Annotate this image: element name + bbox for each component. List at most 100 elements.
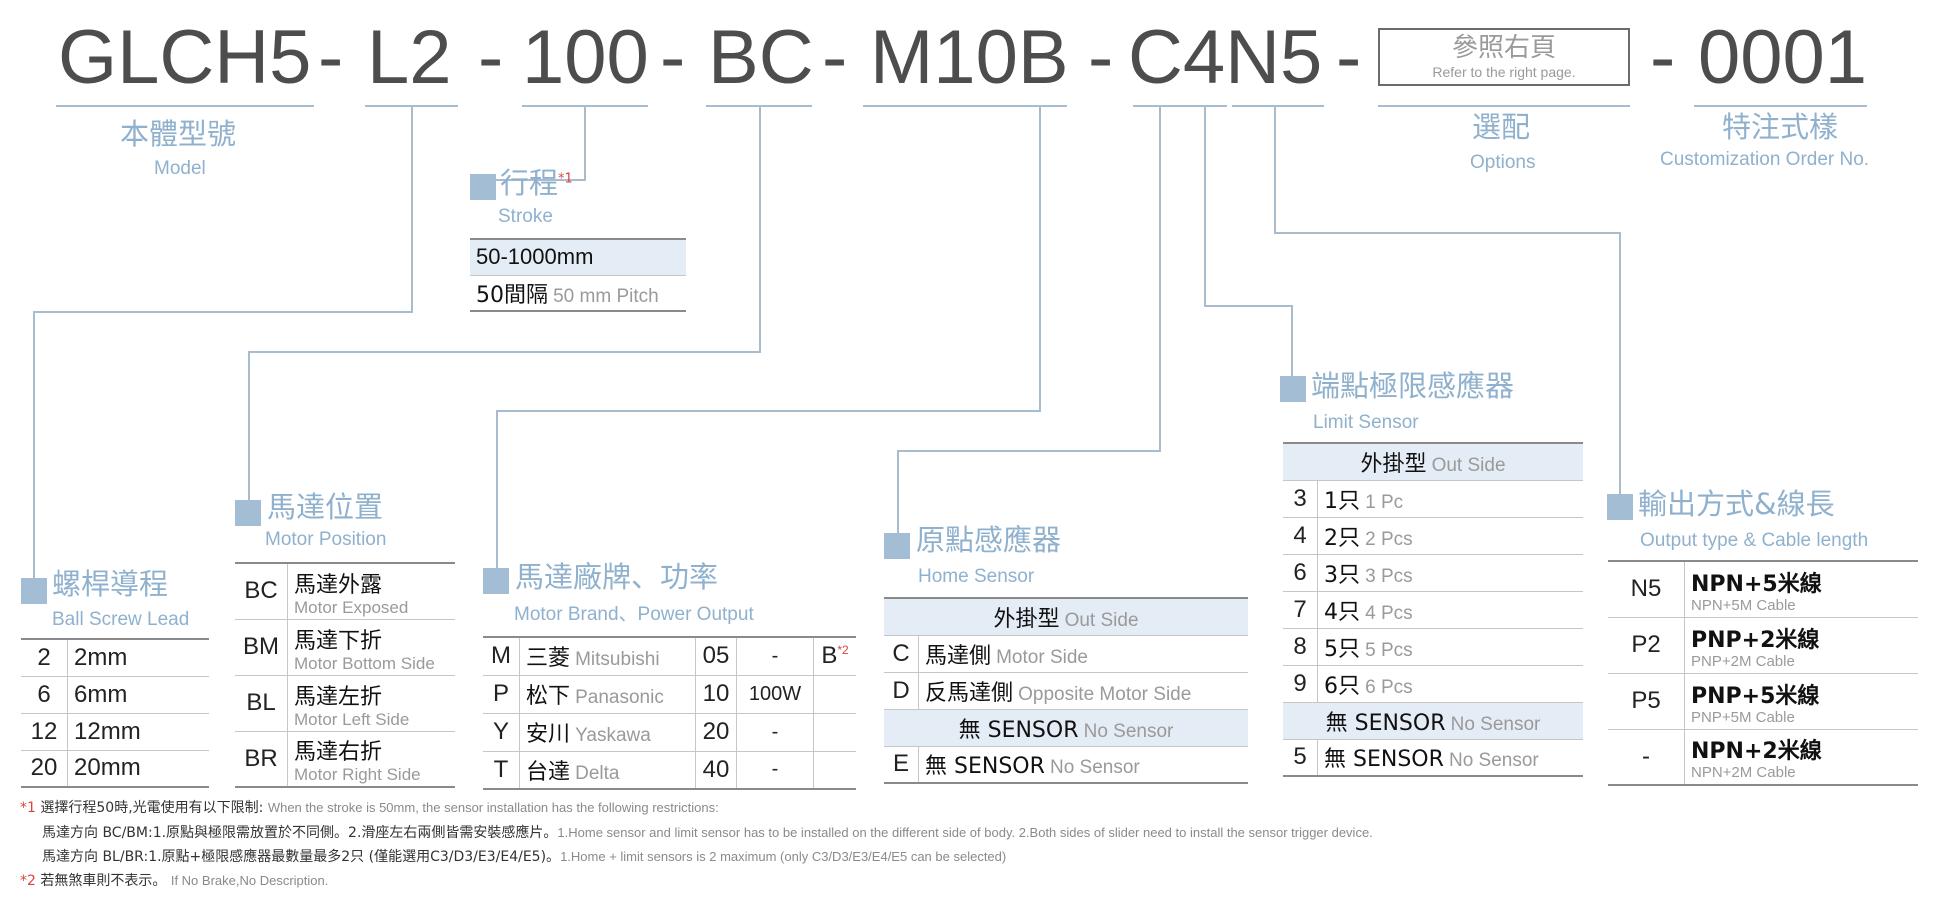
code-part-custom: 0001 [1698,15,1868,100]
underline-model [56,105,314,107]
connector-brand [496,107,1041,578]
footnote-1b: 馬達方向 BL/BR:1.原點+極限感應器最數量最多2只 (僅能選用C3/D3/… [42,849,1007,865]
options-ref-box: 參照右頁 Refer to the right page. [1378,28,1630,86]
connector-home [897,107,1161,540]
table-row: 無 SENSOR No Sensor [1283,702,1583,740]
code-dash: - [318,15,344,100]
limit-title-zh: 端點極限感應器 [1311,369,1515,403]
table-row: 50-1000mm [470,238,686,276]
brand-table: M 三菱 Mitsubishi 05 - B*2 P 松下 Panasonic … [483,636,856,790]
underline-sensor-b [1232,105,1324,107]
connector-output [1274,107,1621,500]
underline-stroke [522,105,648,107]
code-dash: - [1336,15,1362,100]
output-title-en: Output type & Cable length [1640,530,1869,551]
code-dash: - [660,15,686,100]
stroke-title-zh: 行程*1 [500,166,573,200]
home-table: 外掛型 Out Side C 馬達側 Motor Side D 反馬達側 Opp… [884,597,1248,784]
stroke-title-en: Stroke [498,206,553,227]
underline-position [706,105,812,107]
stroke-note-mark: *1 [558,171,573,187]
table-row: 外掛型 Out Side [1283,442,1583,481]
stroke-table: 50-1000mm 50間隔 50 mm Pitch [470,238,686,312]
table-row: T 台達 Delta 40 - [483,751,856,790]
position-marker [235,500,261,526]
code-part-model: GLCH5 [58,15,312,100]
stroke-marker [470,174,496,200]
position-title-en: Motor Position [265,529,387,550]
footnote-1a: 馬達方向 BC/BM:1.原點與極限需放置於不同側。2.滑座左右兩側皆需安裝感應… [42,825,1373,841]
table-row: C 馬達側 Motor Side [884,635,1248,673]
brand-title-zh: 馬達廠牌、功率 [515,560,719,594]
table-row: 外掛型 Out Side [884,597,1248,636]
options-caption-en: Options [1470,152,1536,173]
code-part-brand: M10B [870,15,1069,100]
code-part-sensor: C4N5 [1128,15,1323,100]
code-part-position: BC [708,15,814,100]
lead-marker [21,578,47,604]
code-dash: - [478,15,504,100]
custom-caption-zh: 特注式樣 [1722,110,1839,144]
lead-title-zh: 螺桿導程 [52,567,169,601]
underline-sensor-a [1133,105,1227,107]
home-title-zh: 原點感應器 [916,523,1062,557]
model-caption-en: Model [154,158,206,179]
connector-lead [33,107,413,578]
code-dash: - [1088,15,1114,100]
brake-note-mark: *2 [837,643,849,658]
limit-title-en: Limit Sensor [1313,412,1419,433]
lead-title-en: Ball Screw Lead [52,609,190,630]
output-marker [1607,494,1633,520]
options-ref-en: Refer to the right page. [1432,64,1576,80]
underline-options [1378,105,1630,107]
underline-custom [1694,105,1867,107]
underline-brand [863,105,1067,107]
options-ref-zh: 參照右頁 [1451,33,1556,63]
footnote-1: *1 選擇行程50時,光電使用有以下限制: When the stroke is… [20,800,719,816]
options-caption-zh: 選配 [1472,110,1531,144]
output-title-zh: 輸出方式&線長 [1638,487,1835,521]
connector-position [248,107,761,508]
connector-limit [1204,107,1293,382]
table-row: E 無 SENSOR No Sensor [884,746,1248,784]
code-part-stroke: 100 [522,15,649,100]
home-marker [884,533,910,559]
home-title-en: Home Sensor [918,566,1035,587]
table-row: 50間隔 50 mm Pitch [470,275,686,312]
code-dash: - [822,15,848,100]
table-row: D 反馬達側 Opposite Motor Side [884,672,1248,710]
footnote-2: *2 若無煞車則不表示。 If No Brake,No Description. [20,873,329,889]
custom-caption-en: Customization Order No. [1660,149,1870,170]
model-caption-zh: 本體型號 [120,117,237,151]
table-row: M 三菱 Mitsubishi 05 - B*2 [483,636,856,676]
table-row: Y 安川 Yaskawa 20 - [483,713,856,752]
underline-lead [365,105,458,107]
brand-marker [483,568,509,594]
limit-marker [1280,376,1306,402]
table-row: P 松下 Panasonic 10 100W [483,675,856,714]
position-title-zh: 馬達位置 [267,490,384,524]
